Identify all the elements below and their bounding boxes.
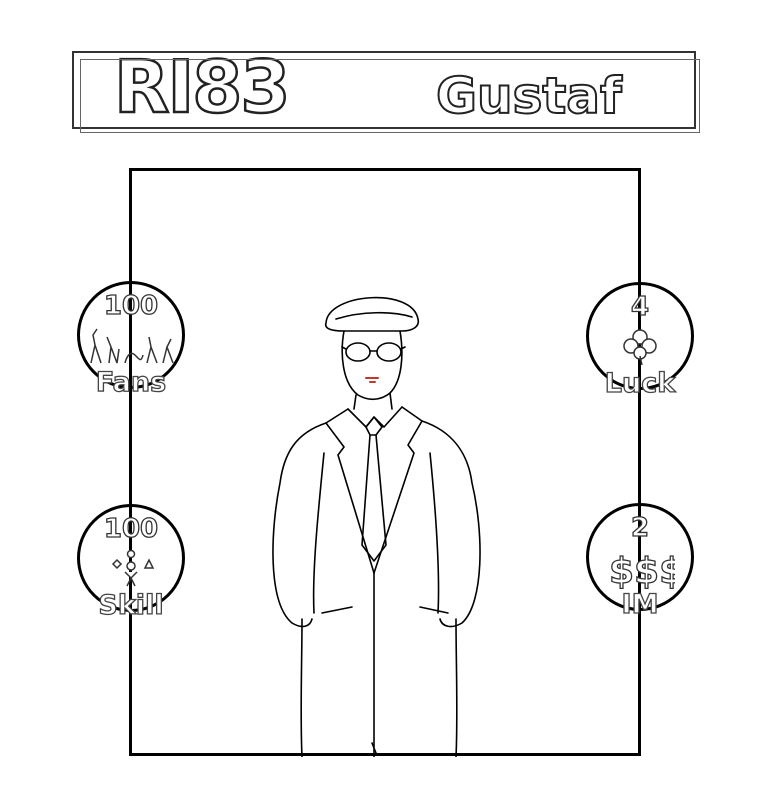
stat-im-badge[interactable]: 2 $$$ IM [586, 503, 694, 621]
player-name: Gustaf [435, 66, 623, 126]
card-code: RI83 [113, 44, 292, 131]
crowd-icon [77, 325, 185, 365]
stat-ring [586, 503, 694, 611]
stat-ring [77, 504, 185, 612]
stat-fans-badge[interactable]: 100 Fans [77, 281, 185, 399]
stat-ring [586, 282, 694, 390]
stat-luck-value: 4 [630, 291, 650, 322]
player-portrait [272, 296, 481, 757]
stat-im-label: IM [621, 588, 659, 620]
stat-ring [77, 281, 185, 389]
dollar-icon: $$$ [586, 547, 694, 591]
stat-skill-label: Skill [98, 589, 164, 621]
stat-fans-value: 100 [103, 290, 159, 321]
stat-luck-label: Luck [604, 367, 676, 399]
clover-icon [586, 326, 694, 366]
title-banner: RI83 Gustaf [72, 44, 700, 133]
svg-text:$$$: $$$ [609, 551, 675, 591]
stat-luck-badge[interactable]: 4 Luck [586, 282, 694, 400]
stat-skill-badge[interactable]: 100 Skill [77, 504, 185, 622]
stat-skill-value: 100 [103, 513, 159, 544]
juggler-icon [77, 548, 185, 588]
stat-fans-label: Fans [95, 366, 167, 398]
stat-im-value: 2 [630, 512, 650, 543]
player-card-frame[interactable] [129, 168, 641, 756]
